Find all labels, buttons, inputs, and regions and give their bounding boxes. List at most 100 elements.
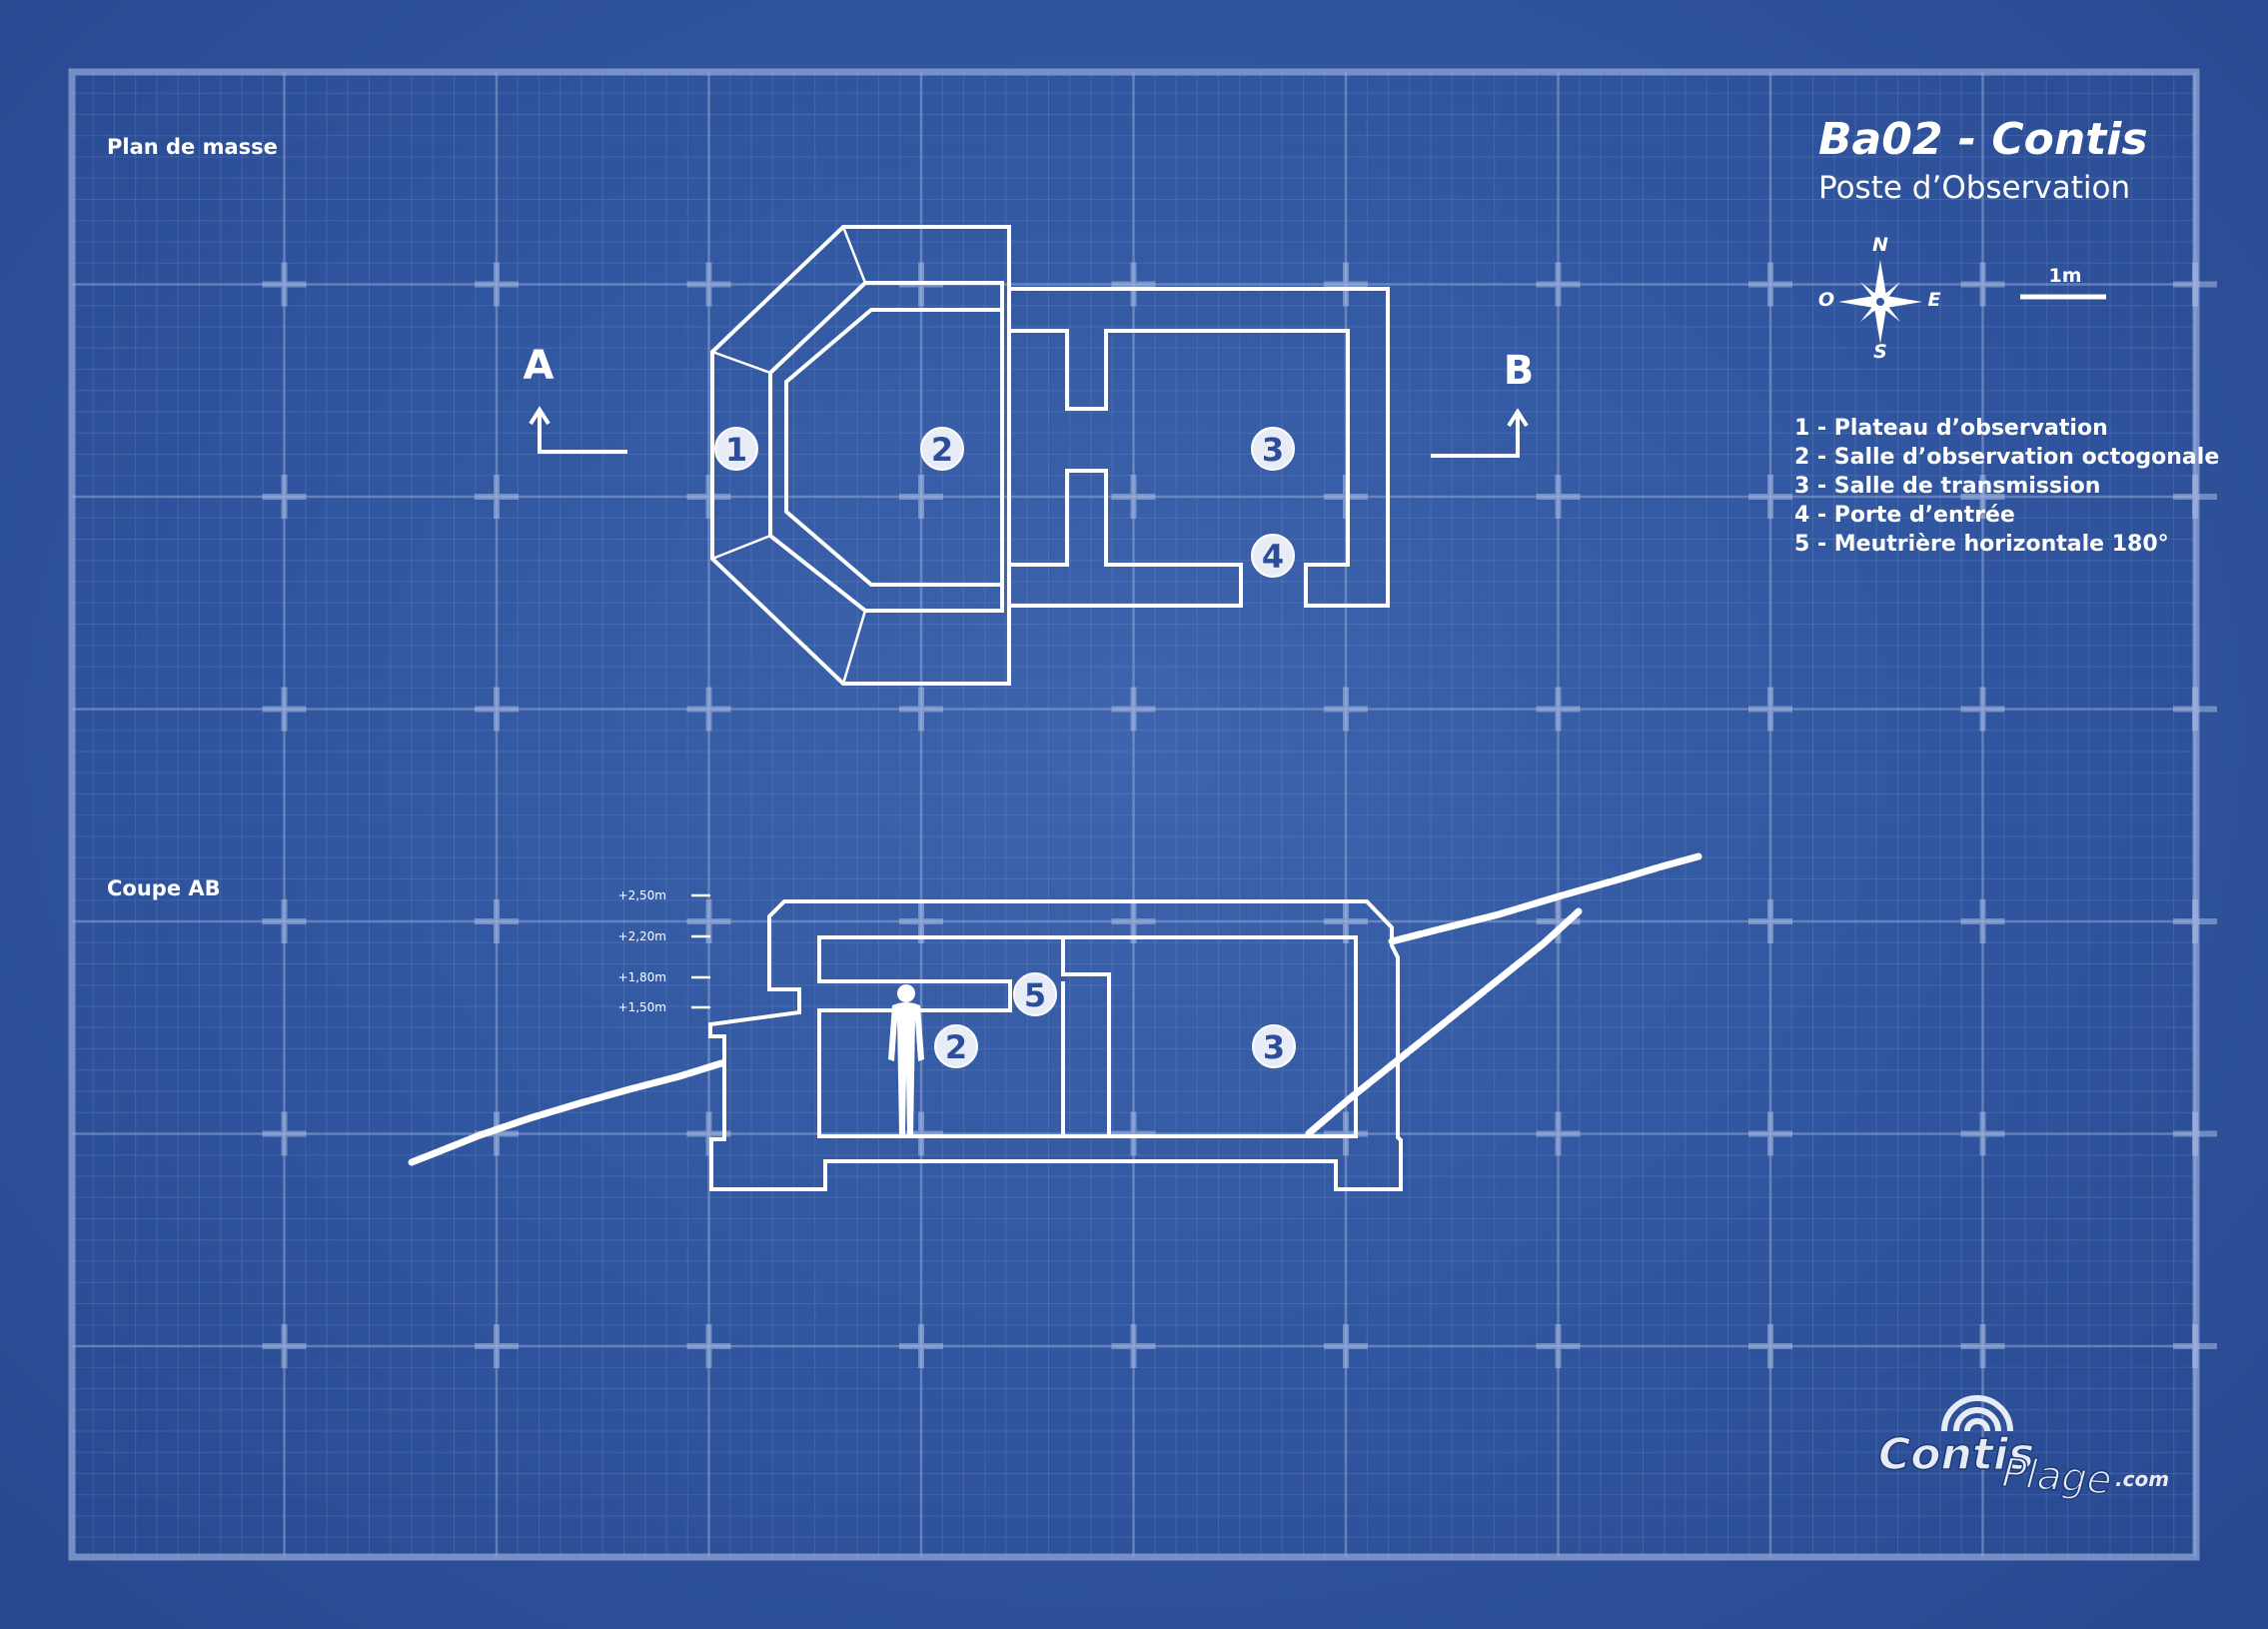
grid-cross bbox=[899, 1324, 943, 1368]
legend-item-3: 3 - Salle de transmission bbox=[1794, 474, 2100, 499]
grid-cross bbox=[2173, 687, 2217, 732]
plan-badge-2: 2 bbox=[920, 427, 964, 471]
grid-cross bbox=[686, 262, 731, 307]
section-view: +2,50m +2,20m +1,80m +1,50m 5 2 3 bbox=[408, 852, 1702, 1191]
grid-cross bbox=[262, 1111, 307, 1156]
section-label-a: A bbox=[524, 343, 555, 389]
svg-text:Plage: Plage bbox=[2000, 1450, 2113, 1504]
grid-cross bbox=[899, 687, 943, 732]
terrain-line-left bbox=[408, 1059, 725, 1166]
terrain-line-right-upper bbox=[1388, 852, 1702, 945]
svg-text:1: 1 bbox=[725, 431, 747, 469]
grid-cross bbox=[1748, 687, 1792, 732]
scale-label: 1m bbox=[2048, 265, 2081, 287]
grid-cross bbox=[262, 899, 307, 943]
section-badge-5: 5 bbox=[1013, 972, 1057, 1016]
plan-badge-1: 1 bbox=[714, 427, 758, 471]
grid-cross bbox=[686, 475, 731, 519]
radar-waves-icon bbox=[1941, 1395, 2013, 1432]
level-220: +2,20m bbox=[618, 929, 666, 943]
level-markers: +2,50m +2,20m +1,80m +1,50m bbox=[618, 888, 710, 1014]
section-arrow-a-icon bbox=[529, 406, 627, 454]
grid-cross bbox=[686, 687, 731, 732]
grid-cross bbox=[1111, 475, 1156, 519]
legend-item-1: 1 - Plateau d’observation bbox=[1794, 416, 2108, 441]
compass-east: E bbox=[1928, 289, 1941, 311]
grid-cross bbox=[1536, 262, 1581, 307]
grid-cross bbox=[899, 1111, 943, 1156]
bunker-section-divider bbox=[1061, 937, 1111, 1136]
grid-cross bbox=[2173, 1324, 2217, 1368]
grid-cross bbox=[1960, 475, 2005, 519]
grid-cross bbox=[262, 262, 307, 307]
grid-cross bbox=[1536, 687, 1581, 732]
grid-cross bbox=[1748, 475, 1792, 519]
legend-item-2: 2 - Salle d’observation octogonale bbox=[1794, 445, 2219, 470]
bunker-lower-wall bbox=[1009, 469, 1243, 608]
octagon-wall-inner bbox=[784, 308, 1004, 587]
bunker-section-inner bbox=[817, 935, 1358, 1138]
section-badge-3: 3 bbox=[1252, 1024, 1296, 1068]
grid-crosses bbox=[262, 262, 2217, 1368]
section-arrow-b-icon bbox=[1431, 408, 1529, 458]
plan-badge-4: 4 bbox=[1251, 534, 1295, 578]
grid-cross bbox=[2173, 899, 2217, 943]
grid-cross bbox=[475, 1324, 519, 1368]
plan-badge-3: 3 bbox=[1251, 427, 1295, 471]
plan-view: A B 1 2 3 4 bbox=[524, 225, 1535, 686]
compass-south: S bbox=[1873, 341, 1887, 363]
svg-text:3: 3 bbox=[1263, 1028, 1285, 1066]
grid-cross bbox=[1748, 1324, 1792, 1368]
grid-cross bbox=[475, 475, 519, 519]
svg-text:3: 3 bbox=[1262, 431, 1284, 469]
grid-cross bbox=[1536, 475, 1581, 519]
grid-cross bbox=[686, 1324, 731, 1368]
human-scale-icon bbox=[888, 984, 924, 1134]
grid-cross bbox=[1111, 1324, 1156, 1368]
legend-item-5: 5 - Meutrière horizontale 180° bbox=[1794, 532, 2169, 557]
grid-cross bbox=[475, 899, 519, 943]
svg-text:2: 2 bbox=[931, 431, 953, 469]
svg-text:5: 5 bbox=[1024, 976, 1046, 1014]
octagon-edge-4 bbox=[841, 610, 867, 685]
grid-cross bbox=[1960, 687, 2005, 732]
octagon-edge-1 bbox=[841, 226, 867, 284]
svg-text:4: 4 bbox=[1262, 538, 1284, 576]
grid-cross bbox=[2173, 475, 2217, 519]
compass-west: O bbox=[1818, 289, 1834, 311]
grid-cross bbox=[1111, 1111, 1156, 1156]
compass-rose-icon bbox=[1838, 260, 1922, 344]
grid-cross bbox=[1111, 262, 1156, 307]
section-badge-2: 2 bbox=[934, 1024, 978, 1068]
level-180: +1,80m bbox=[618, 970, 666, 984]
legend-item-4: 4 - Porte d’entrée bbox=[1794, 503, 2015, 528]
grid-cross bbox=[1324, 1324, 1368, 1368]
octagon-edge-3 bbox=[711, 534, 771, 561]
octagon-edge-2 bbox=[711, 350, 771, 375]
grid-cross bbox=[262, 475, 307, 519]
grid-cross bbox=[1748, 262, 1792, 307]
grid-cross bbox=[1748, 1111, 1792, 1156]
grid-cross bbox=[1324, 687, 1368, 732]
svg-text:2: 2 bbox=[945, 1028, 967, 1066]
compass-north: N bbox=[1872, 234, 1888, 256]
grid-cross bbox=[1748, 899, 1792, 943]
drawing-title: Ba02 - Contis bbox=[1818, 114, 2148, 165]
grid-cross bbox=[1960, 899, 2005, 943]
grid-cross bbox=[1960, 1111, 2005, 1156]
terrain-line-right-lower bbox=[1305, 907, 1583, 1137]
svg-text:Contis: Contis bbox=[1878, 1429, 2034, 1480]
grid-cross bbox=[1960, 262, 2005, 307]
grid-cross bbox=[475, 687, 519, 732]
grid-cross bbox=[475, 262, 519, 307]
section-label-b: B bbox=[1504, 348, 1535, 394]
grid-cross bbox=[1111, 687, 1156, 732]
level-250: +2,50m bbox=[618, 888, 666, 902]
octagon-wall-outer bbox=[768, 281, 1004, 613]
plan-heading: Plan de masse bbox=[107, 135, 278, 159]
section-heading: Coupe AB bbox=[107, 876, 221, 900]
sheet-border bbox=[68, 68, 2200, 1561]
grid-cross bbox=[262, 687, 307, 732]
grid-cross bbox=[1536, 899, 1581, 943]
